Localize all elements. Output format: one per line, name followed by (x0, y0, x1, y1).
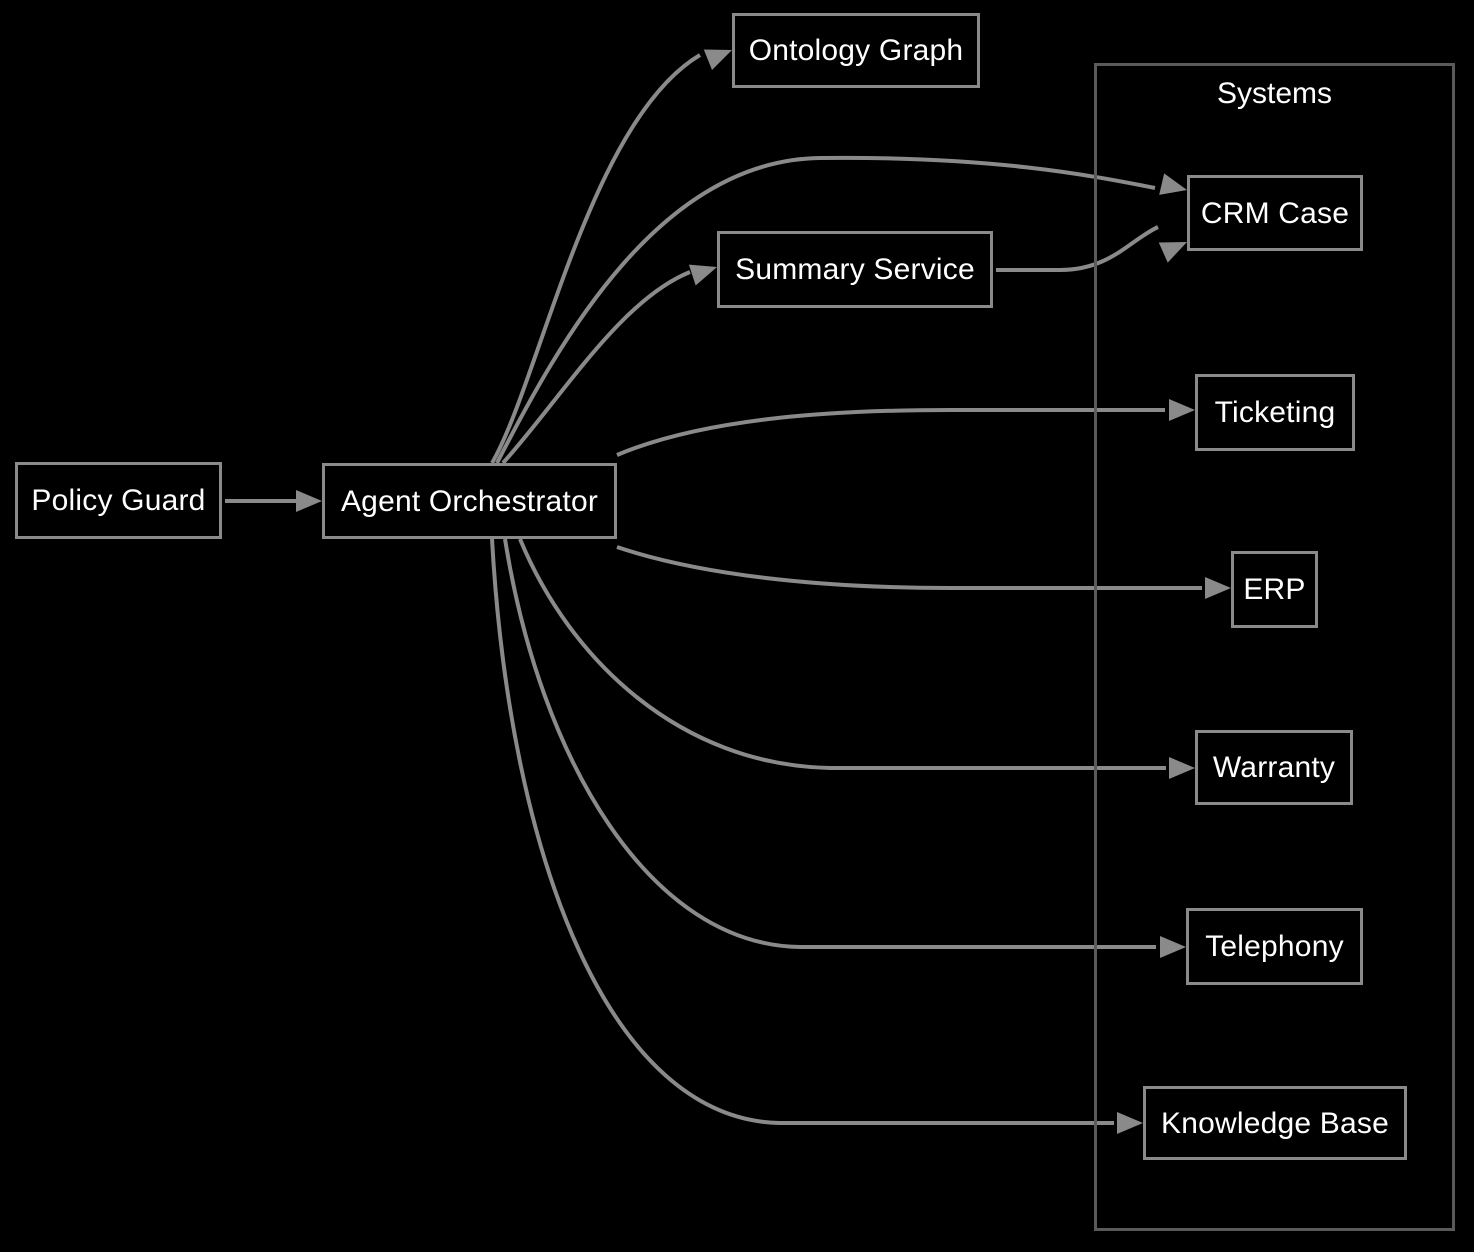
arrowhead-to-warranty (1169, 757, 1195, 779)
node-ontology_graph[interactable]: Ontology Graph (732, 13, 980, 88)
arrowhead-to-agent_orchestrator (296, 490, 322, 512)
node-label-summary_service: Summary Service (735, 253, 975, 286)
edge-agent_orchestrator-to-erp (616, 545, 1202, 590)
arrowhead-to-knowledge_base (1117, 1112, 1143, 1134)
node-label-ontology_graph: Ontology Graph (748, 34, 964, 67)
arrowhead-to-telephony (1160, 936, 1186, 958)
node-knowledge_base[interactable]: Knowledge Base (1143, 1086, 1407, 1160)
arrowhead-to-summary_service (688, 264, 717, 286)
edge-agent_orchestrator-to-ontology_graph (490, 53, 702, 464)
arrowhead-to-ontology_graph (703, 49, 732, 70)
node-policy_guard[interactable]: Policy Guard (15, 462, 222, 539)
arrowhead-to-crm_case (1159, 173, 1187, 195)
cluster-label-systems: Systems (1216, 77, 1333, 110)
node-label-warranty: Warranty (1212, 751, 1336, 784)
edge-agent_orchestrator-to-crm_case (495, 155, 1156, 464)
node-label-crm_case: CRM Case (1200, 196, 1350, 230)
node-erp[interactable]: ERP (1231, 551, 1318, 628)
node-label-agent_orchestrator: Agent Orchestrator (340, 484, 599, 518)
node-warranty[interactable]: Warranty (1195, 730, 1353, 805)
edge-summary_service-to-crm_case (996, 225, 1159, 272)
node-telephony[interactable]: Telephony (1186, 908, 1363, 985)
arrowhead-to-ticketing (1169, 399, 1195, 421)
edge-agent_orchestrator-to-warranty (518, 538, 1166, 770)
node-label-telephony: Telephony (1205, 930, 1344, 963)
arrowhead-to-erp (1205, 577, 1231, 599)
node-label-ticketing: Ticketing (1214, 396, 1336, 429)
node-label-policy_guard: Policy Guard (31, 484, 206, 517)
edge-agent_orchestrator-to-summary_service (501, 270, 691, 465)
node-agent_orchestrator[interactable]: Agent Orchestrator (322, 463, 617, 539)
edge-agent_orchestrator-to-knowledge_base (490, 538, 1114, 1125)
edge-agent_orchestrator-to-ticketing (616, 408, 1165, 457)
node-label-knowledge_base: Knowledge Base (1161, 1106, 1389, 1140)
cluster-systems (1094, 63, 1455, 1231)
node-summary_service[interactable]: Summary Service (717, 231, 993, 308)
edge-agent_orchestrator-to-telephony (503, 538, 1156, 949)
arrowhead-to-crm_case (1158, 242, 1187, 263)
node-ticketing[interactable]: Ticketing (1195, 374, 1355, 451)
node-crm_case[interactable]: CRM Case (1187, 175, 1363, 251)
node-label-erp: ERP (1243, 573, 1306, 606)
